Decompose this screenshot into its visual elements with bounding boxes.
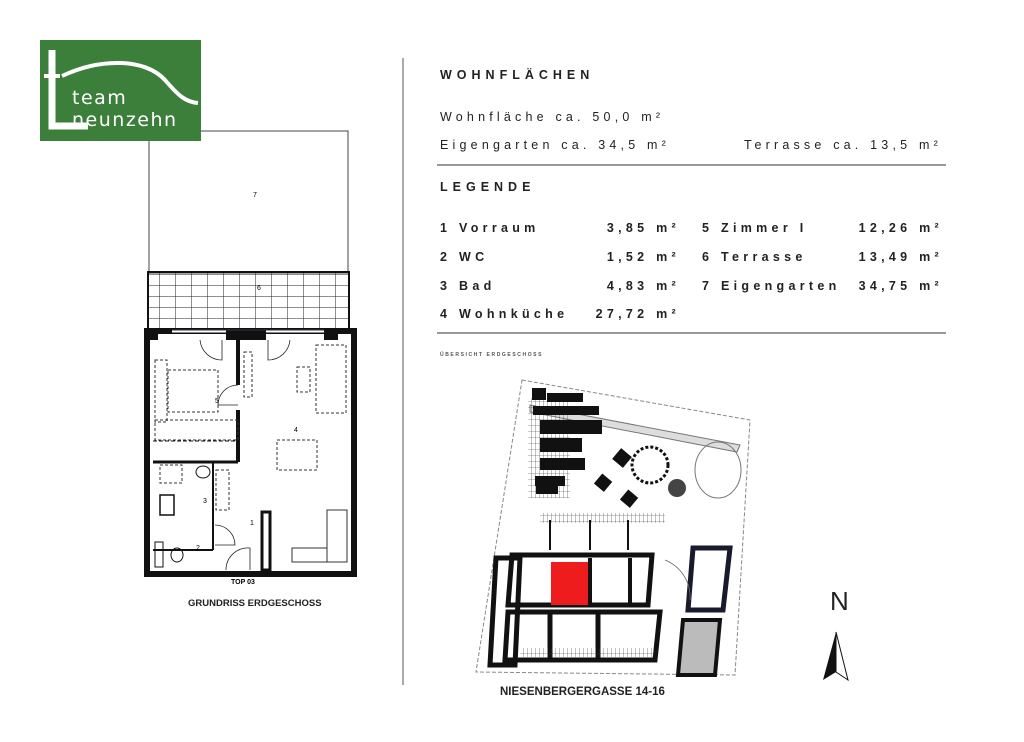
legend-label-4: 4 Wohnküche	[440, 307, 569, 321]
room-number-4: 4	[294, 427, 298, 434]
team-neunzehn-logo: team neunzehn	[40, 40, 201, 141]
siteplan-address: NIESENBERGERGASSE 14-16	[500, 686, 665, 698]
floor-plan: 1 2 3 4 5 6 7 TOP 03	[144, 130, 357, 586]
logo-mark	[44, 50, 199, 130]
legend-label-6: 6 Terrasse	[702, 250, 807, 264]
legend-label-3: 3 Bad	[440, 279, 496, 293]
garden-outline	[148, 130, 349, 274]
legend-value-4: 27,72 m²	[595, 307, 680, 321]
siteplan-title: ÜBERSICHT ERDGESCHOSS	[440, 352, 544, 358]
room-number-3: 3	[203, 498, 207, 505]
wohnflaechen-heading: WOHNFLÄCHEN	[440, 68, 595, 82]
legende-heading: LEGENDE	[440, 180, 536, 194]
legend-value-1: 3,85 m²	[606, 221, 680, 235]
north-label: N	[830, 586, 849, 616]
legend-value-6: 13,49 m²	[858, 250, 943, 264]
legend-value-5: 12,26 m²	[858, 221, 943, 235]
terrasse-text: Terrasse ca. 13,5 m²	[744, 138, 942, 152]
room-number-1: 1	[250, 520, 254, 527]
eigengarten-text: Eigengarten ca. 34,5 m²	[440, 138, 671, 152]
terrace-area	[147, 271, 350, 331]
north-arrow-icon	[823, 632, 836, 680]
room-number-2: 2	[196, 545, 200, 552]
room-number-6: 6	[257, 285, 261, 292]
logo-line-2: neunzehn	[72, 109, 178, 131]
legend-label-5: 5 Zimmer I	[702, 221, 808, 235]
site-plan	[475, 379, 849, 682]
legend-label-1: 1 Vorraum	[440, 221, 540, 235]
legend-value-2: 1,52 m²	[606, 250, 680, 264]
logo-line-1: team	[72, 87, 128, 109]
floorplan-title: GRUNDRISS ERDGESCHOSS	[188, 598, 322, 609]
wohnflaeche-text: Wohnfläche ca. 50,0 m²	[440, 110, 665, 124]
legend-label-2: 2 WC	[440, 250, 489, 264]
unit-label: TOP 03	[231, 579, 255, 586]
legend-value-3: 4,83 m²	[606, 279, 680, 293]
legend-label-7: 7 Eigengarten	[702, 279, 841, 293]
legend-value-7: 34,75 m²	[858, 279, 943, 293]
outer-walls	[144, 328, 357, 577]
room-number-7: 7	[253, 192, 257, 199]
highlighted-unit	[551, 562, 588, 605]
room-number-5: 5	[215, 398, 219, 405]
